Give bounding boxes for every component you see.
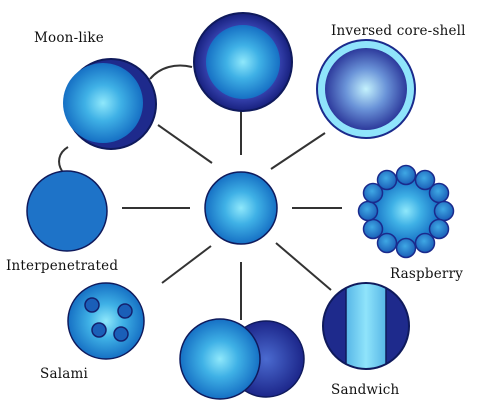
inversed-core-shell-particle [317,40,415,138]
janus-particle [180,319,304,399]
raspberry-bead [364,220,383,239]
raspberry-bead [416,234,435,253]
salami-inclusion [85,298,99,312]
moon-like-particle [63,59,156,149]
label-salami: Salami [40,366,88,382]
raspberry-bead [430,184,449,203]
connector-lower-right [276,243,331,290]
connector-upper-right [271,133,325,169]
raspberry-bead [430,220,449,239]
raspberry-bead [435,202,454,221]
connector-upper-left [158,125,212,163]
raspberry-particle [359,166,454,258]
label-interpenetrated: Interpenetrated [6,258,118,274]
connector-moon-interpenetrated [59,147,68,171]
connector-moon-top [150,66,192,80]
raspberry-bead [378,234,397,253]
center-particle [205,172,277,244]
raspberry-bead [397,239,416,258]
connector-lower-left [162,246,211,283]
interpenetrated-particle [27,171,107,251]
label-moon-like: Moon-like [34,30,104,46]
raspberry-bead [397,166,416,185]
label-raspberry: Raspberry [390,266,463,282]
label-inversed-core-shell: Inversed core-shell [331,23,466,39]
core-shell-particle [194,13,292,111]
raspberry-bead [359,202,378,221]
label-sandwich: Sandwich [331,382,399,398]
raspberry-bead [378,171,397,190]
salami-inclusion [114,327,128,341]
salami-particle [68,283,144,359]
sandwich-particle [320,280,412,372]
salami-inclusion [118,304,132,318]
salami-inclusion [92,323,106,337]
